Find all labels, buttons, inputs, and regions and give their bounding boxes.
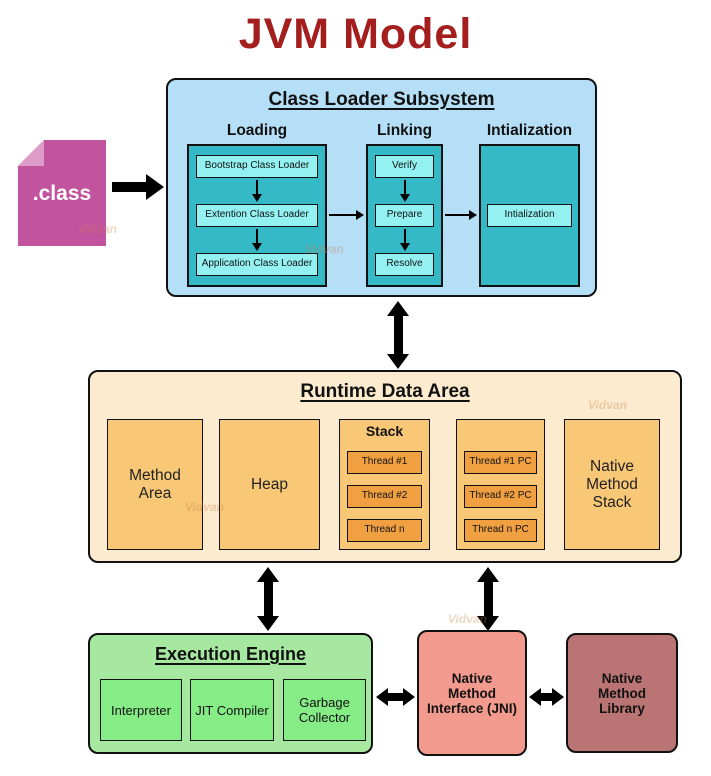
jit-compiler-box: JIT Compiler [190,679,274,741]
extension-class-loader-box: Extention Class Loader [196,204,318,227]
arrow-head [356,210,364,220]
arrow-head [257,567,279,582]
arrow-stem [403,180,406,194]
class-loader-subsystem-panel: Class Loader Subsystem Loading Linking I… [166,78,597,297]
native-method-library-box: Native Method Library [566,633,678,753]
arrow-head [387,301,409,316]
loading-label: Loading [226,122,288,139]
stack-label: Stack [365,423,404,439]
arrow-head [146,174,164,200]
arrow-stem [541,693,552,701]
linking-panel: Verify Prepare Resolve [366,144,443,287]
arrow-head [552,688,564,706]
interpreter-box: Interpreter [100,679,182,741]
arrow-head [399,243,410,251]
initialization-box: Intialization [487,204,572,227]
arrow-runtime-jni [477,567,499,631]
class-file-icon: .class [18,140,106,246]
garbage-collector-box: Garbage Collector [283,679,366,741]
arrow-head [529,688,541,706]
down-arrow [375,227,434,253]
arrow-stem [388,693,403,701]
arrow-linking-to-initialization [445,210,477,220]
class-loader-title: Class Loader Subsystem [268,89,495,110]
document-fold-corner [18,140,44,166]
pc-registers-box: Thread #1 PC Thread #2 PC Thread n PC [456,419,545,550]
arrow-head [257,616,279,631]
arrow-loader-runtime [387,301,409,369]
linking-label: Linking [376,122,433,139]
down-arrow [196,227,318,253]
arrow-head [469,210,477,220]
arrow-stem [483,582,493,616]
thread-1-pc-box: Thread #1 PC [464,451,537,474]
arrow-stem [403,229,406,243]
thread-2-pc-box: Thread #2 PC [464,485,537,508]
bootstrap-class-loader-box: Bootstrap Class Loader [196,155,318,178]
thread-1-box: Thread #1 [347,451,422,474]
arrow-stem [329,214,356,216]
arrow-head [399,194,410,202]
down-arrow [375,178,434,204]
arrow-jni-library [529,688,564,706]
initialization-label: Intialization [486,122,573,139]
arrow-stem [256,229,258,243]
arrow-head [387,354,409,369]
arrow-head [376,688,388,706]
prepare-box: Prepare [375,204,434,227]
page-title: JVM Model [238,10,473,58]
runtime-data-area-panel: Runtime Data Area Method Area Heap Stack… [88,370,682,563]
method-area-box: Method Area [107,419,203,550]
arrow-loading-to-linking [329,210,364,220]
heap-box: Heap [219,419,320,550]
arrow-stem [112,182,146,192]
arrow-engine-jni [376,688,415,706]
execution-engine-title: Execution Engine [154,644,307,664]
arrow-stem [263,582,273,616]
arrow-class-to-loader [112,174,164,200]
native-method-interface-box: Native Method Interface (JNI) [417,630,527,756]
stack-box: Stack Thread #1 Thread #2 Thread n [339,419,430,550]
arrow-head [403,688,415,706]
loading-panel: Bootstrap Class Loader Extention Class L… [187,144,327,287]
down-arrow [196,178,318,204]
arrow-head [477,616,499,631]
application-class-loader-box: Application Class Loader [196,253,318,276]
arrow-runtime-engine [257,567,279,631]
class-file-label: .class [32,182,92,205]
resolve-box: Resolve [375,253,434,276]
arrow-head [252,243,262,251]
native-method-stack-box: Native Method Stack [564,419,660,550]
thread-n-box: Thread n [347,519,422,542]
arrow-stem [445,214,469,216]
initialization-panel: Intialization [479,144,580,287]
arrow-head [252,194,262,202]
arrow-stem [256,180,258,194]
arrow-head [477,567,499,582]
thread-n-pc-box: Thread n PC [464,519,537,542]
thread-2-box: Thread #2 [347,485,422,508]
execution-engine-panel: Execution Engine Interpreter JIT Compile… [88,633,373,754]
verify-box: Verify [375,155,434,178]
arrow-stem [393,316,403,354]
runtime-data-area-title: Runtime Data Area [300,381,470,402]
